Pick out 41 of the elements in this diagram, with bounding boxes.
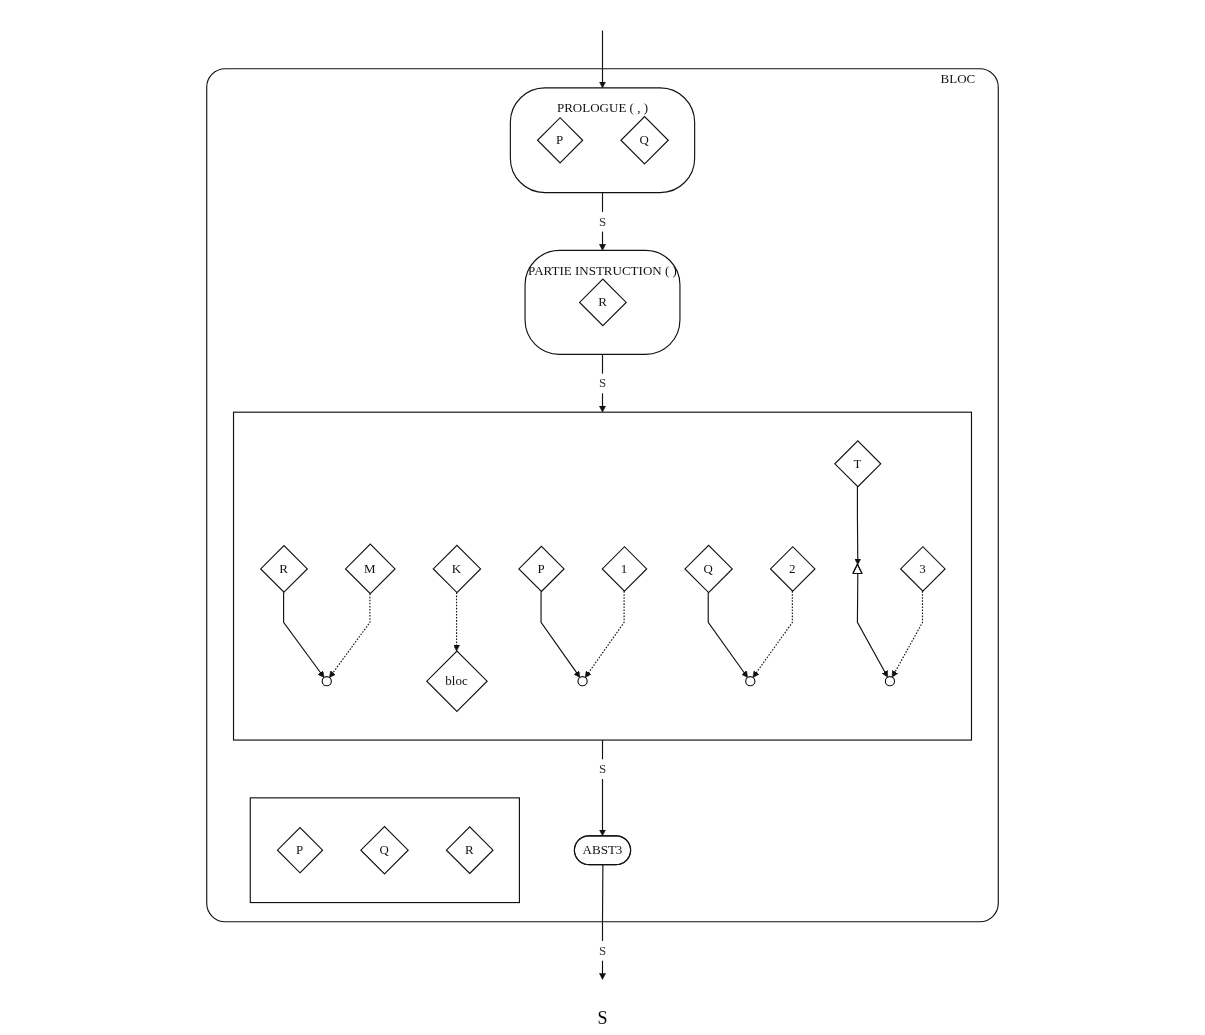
arrow	[707, 591, 748, 678]
node-diamond: M	[344, 543, 396, 595]
node-diamond: R	[578, 278, 627, 327]
node-diamond: 1	[601, 545, 648, 592]
edge-label: S	[598, 375, 607, 391]
node-diamond: R	[445, 826, 494, 875]
node-diamond: Q	[360, 825, 409, 875]
node-diamond: bloc	[425, 650, 488, 713]
cluster	[232, 411, 973, 741]
arrow	[599, 29, 606, 89]
edge-label: S	[598, 943, 607, 958]
edge-label: S	[598, 214, 607, 229]
arrow	[599, 864, 606, 980]
arrow	[752, 590, 793, 678]
node-diamond: T	[834, 440, 882, 488]
node-diamond: R	[259, 544, 309, 593]
cluster	[249, 797, 520, 904]
node-diamond: P	[276, 826, 324, 874]
text-label: S	[597, 1008, 608, 1028]
node-circle	[745, 676, 756, 687]
arrow	[599, 192, 606, 251]
edge-label: S	[598, 761, 607, 777]
node-diamond: P	[518, 545, 565, 593]
node-diamond: Q	[620, 115, 670, 165]
arrow	[891, 590, 924, 678]
arrow	[599, 739, 606, 837]
arrow	[599, 353, 606, 413]
node-diamond: P	[536, 116, 584, 164]
node-diamond: 2	[769, 545, 816, 592]
arrow	[584, 590, 625, 678]
arrow	[854, 486, 862, 565]
node-diamond: 3	[899, 545, 946, 592]
node-circle	[577, 676, 588, 687]
arrow	[856, 573, 889, 678]
arrow	[283, 591, 325, 678]
node-circle	[884, 676, 896, 687]
arrow	[540, 590, 581, 678]
arrow	[329, 593, 371, 678]
node-diamond: K	[432, 544, 482, 594]
node-diamond: Q	[684, 544, 734, 594]
node-circle	[321, 676, 332, 687]
